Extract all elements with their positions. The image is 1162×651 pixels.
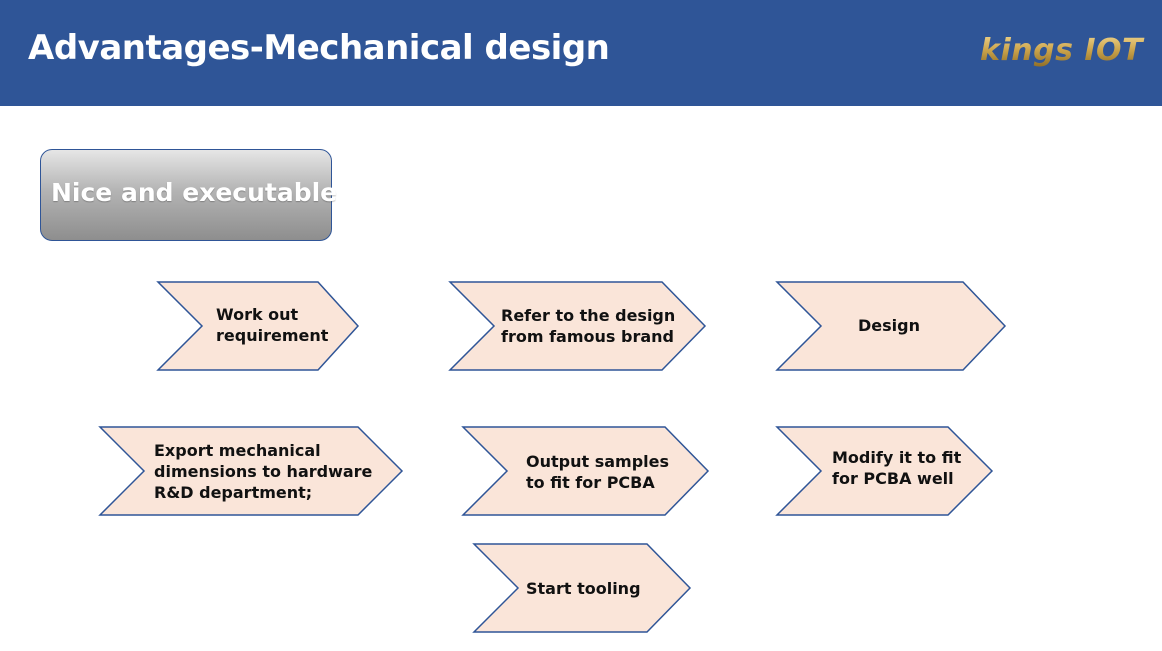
step-line: R&D department; xyxy=(154,483,313,502)
chevron-export-dimensions xyxy=(98,426,404,516)
step-line: Output samples xyxy=(526,452,670,471)
step-line: for PCBA well xyxy=(832,469,954,488)
step-line: dimensions to hardware xyxy=(154,462,373,481)
step-line: Refer to the design xyxy=(501,306,676,325)
chevron-work-out-requirement xyxy=(156,281,360,371)
step-design: Design xyxy=(858,315,920,336)
step-start-tooling: Start tooling xyxy=(526,578,641,599)
step-line: Work out xyxy=(216,305,299,324)
step-line: Modify it to fit xyxy=(832,448,962,467)
header-bar: Advantages-Mechanical design kings IOT xyxy=(0,0,1162,106)
step-output-samples: Output samples to fit for PCBA xyxy=(526,451,669,493)
step-line: requirement xyxy=(216,326,329,345)
step-line: Start tooling xyxy=(526,579,641,598)
step-export-dimensions: Export mechanical dimensions to hardware… xyxy=(154,440,372,503)
chevron-design xyxy=(775,281,1007,371)
step-line: to fit for PCBA xyxy=(526,473,655,492)
chevron-output-samples xyxy=(461,426,710,516)
svg-text:kings IOT: kings IOT xyxy=(980,33,1145,68)
step-refer-to-design: Refer to the design from famous brand xyxy=(501,305,675,347)
chevron-start-tooling xyxy=(472,543,692,633)
chevron-refer-to-design xyxy=(448,281,707,371)
chevron-modify-fit xyxy=(775,426,994,516)
page-title: Advantages-Mechanical design xyxy=(28,28,610,68)
step-line: from famous brand xyxy=(501,327,674,346)
step-modify-fit: Modify it to fit for PCBA well xyxy=(832,447,961,489)
step-line: Export mechanical xyxy=(154,441,321,460)
nice-and-executable-badge: Nice and executable xyxy=(40,149,337,241)
step-line: Design xyxy=(858,316,920,335)
step-work-out-requirement: Work out requirement xyxy=(216,304,328,346)
kings-iot-logo: kings IOT xyxy=(980,33,1145,68)
badge-label: Nice and executable xyxy=(51,178,338,207)
